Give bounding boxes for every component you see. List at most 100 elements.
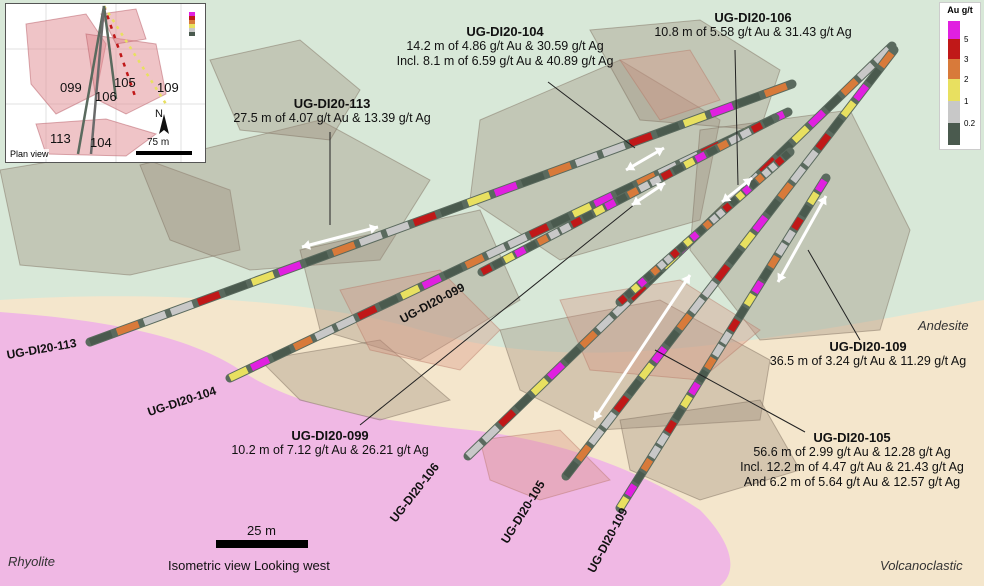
inset-caption: Plan view	[10, 149, 49, 159]
arrow-head	[626, 161, 636, 171]
annotation-104: UG-DI20-104 14.2 m of 4.86 g/t Au & 30.5…	[392, 24, 618, 69]
hole-segment	[507, 233, 528, 249]
annotation-109-line-1: 36.5 m of 3.24 g/t Au & 11.29 g/t Ag	[769, 354, 967, 368]
hole-segment	[357, 305, 378, 320]
hole-segment	[775, 242, 788, 257]
hole-segment	[739, 127, 752, 139]
hole-segment	[705, 145, 719, 157]
hole-segment	[727, 318, 741, 333]
annotation-099-line-1: 10.2 m of 7.12 g/t Au & 26.21 g/t Ag	[231, 443, 429, 457]
hole-segment	[840, 78, 859, 96]
inset-grade-4	[189, 24, 195, 28]
hole-segment	[720, 330, 733, 345]
hole-segment	[196, 291, 221, 306]
arrow-head	[817, 196, 827, 206]
hole-segment	[525, 240, 538, 252]
hole-segment	[790, 165, 806, 184]
hole-segment	[775, 141, 794, 159]
inset-hole-1	[76, 5, 106, 155]
annotation-113: UG-DI20-113 27.5 m of 4.07 g/t Au & 13.3…	[227, 96, 437, 126]
hole-segment	[683, 157, 696, 169]
intercept-arrow	[776, 195, 828, 283]
scale-bar	[216, 540, 308, 548]
hole-segment	[630, 283, 641, 294]
hole-segment	[815, 133, 832, 151]
annotation-106-line-1: 10.8 m of 5.58 g/t Au & 31.43 g/t Ag	[654, 25, 852, 39]
hole-segment	[736, 92, 761, 108]
hole-segment	[614, 182, 635, 198]
hole-segment	[624, 483, 638, 498]
inset-hole-2	[89, 5, 106, 155]
inset-label-099: 099	[60, 80, 82, 95]
annotation-106: UG-DI20-106 10.8 m of 5.58 g/t Au & 31.4…	[645, 10, 861, 40]
arrow-head	[594, 410, 603, 420]
hole-segment	[626, 378, 642, 397]
inset-grade-2	[189, 16, 195, 20]
hole-segment	[601, 411, 617, 429]
hole-segment	[709, 102, 734, 118]
leader-099	[359, 199, 641, 426]
hole-segment	[702, 219, 713, 230]
hole-segment	[536, 234, 549, 246]
hole-segment	[271, 346, 292, 361]
hole-segment	[547, 162, 572, 177]
hole-segment	[655, 122, 680, 137]
hole-segment	[613, 395, 630, 413]
hole-segment	[750, 122, 764, 133]
hole-segment	[722, 202, 733, 213]
hole-segment	[277, 261, 302, 276]
inset-scale-text: 75 m	[147, 137, 170, 148]
hole-segment	[774, 156, 785, 167]
arrow-head	[368, 224, 378, 234]
hole-segment	[781, 150, 792, 161]
inset-hole-3	[102, 5, 138, 100]
hole-segment	[824, 93, 843, 112]
hole-segment	[712, 343, 725, 358]
unit-label-rhyolite: Rhyolite	[8, 554, 55, 569]
leader-104	[547, 81, 636, 149]
hole-segment	[728, 196, 739, 207]
hole-segment	[593, 204, 606, 216]
arrow-head	[655, 183, 665, 192]
leader-106	[734, 49, 739, 186]
inset-label-104: 104	[90, 135, 112, 150]
annotation-104-line-1: 14.2 m of 4.86 g/t Au & 30.59 g/t Ag	[406, 39, 604, 53]
hole-segment	[777, 182, 794, 200]
hole-segment	[656, 260, 667, 271]
hole-segment	[636, 172, 657, 187]
hole-segment	[547, 362, 566, 380]
annotation-109-title: UG-DI20-109	[829, 339, 907, 354]
hole-segment	[142, 310, 167, 326]
hole-segment	[335, 315, 356, 331]
hole-segment	[676, 242, 687, 253]
hole-segment	[563, 460, 579, 479]
hole-segment	[628, 132, 653, 147]
hole-segment	[331, 241, 356, 256]
hole-segment	[638, 181, 651, 193]
hole-segment	[735, 305, 749, 320]
north-arrow-icon	[159, 114, 169, 134]
hole-segment	[728, 133, 741, 145]
inset-solids	[25, 8, 167, 157]
pink-solid-3	[479, 429, 611, 501]
hole-segment	[704, 356, 717, 371]
hole-segment	[486, 243, 507, 259]
hole-segment	[651, 346, 668, 364]
annotation-104-line-2: Incl. 8.1 m of 6.59 g/t Au & 40.89 g/t A…	[396, 54, 614, 68]
inset-grade-1	[189, 12, 195, 16]
hole-segment	[799, 204, 812, 218]
hole-segment	[768, 162, 778, 172]
hole-segment	[717, 139, 730, 151]
north-label: N	[155, 108, 163, 120]
intercept-arrow	[301, 225, 379, 249]
hole-segment	[604, 199, 617, 210]
hole-segment	[791, 125, 810, 144]
hole-segment	[656, 432, 669, 447]
legend-swatch-5	[948, 21, 960, 39]
inset-grade-3	[189, 20, 195, 24]
solid-3	[209, 39, 361, 141]
hole-segment	[88, 330, 113, 346]
hole-segment	[443, 264, 464, 279]
inset-grade-5	[189, 28, 195, 32]
solid-10	[619, 399, 801, 501]
